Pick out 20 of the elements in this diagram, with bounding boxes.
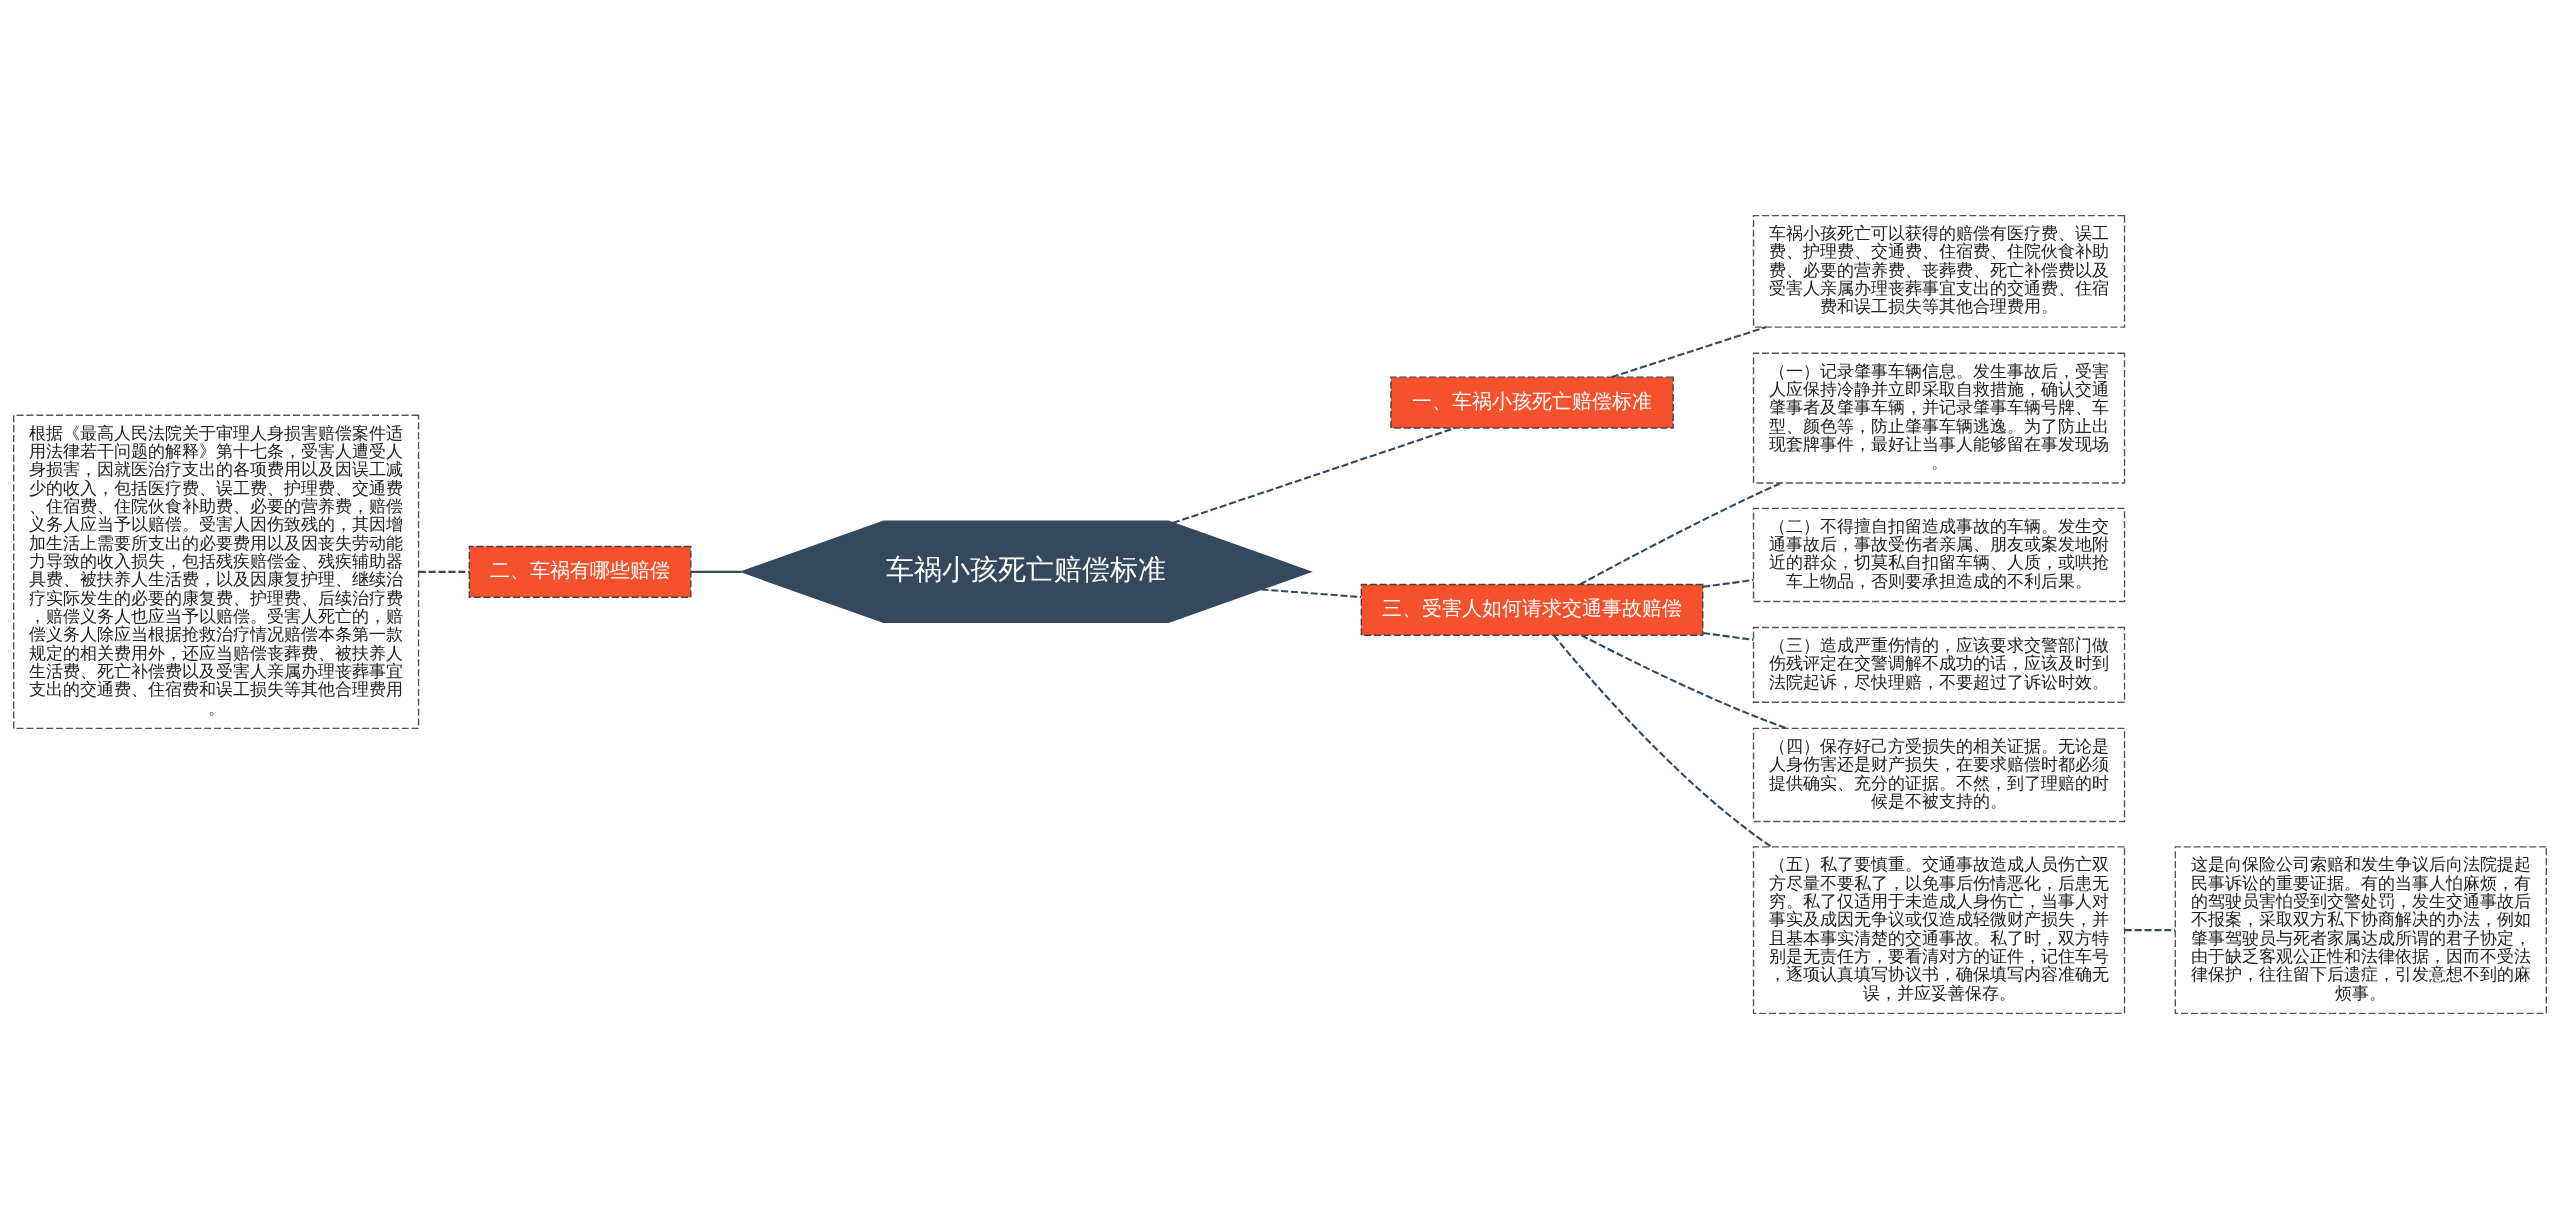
- connector: [418, 570, 470, 573]
- connector: [1261, 587, 1362, 598]
- connector: [1611, 325, 1767, 378]
- node-box: （五）私了要慎重。交通事故造成人员伤亡双方尽量不要私了，以免事后伤情恶化，后患无穷。私了仅适用于未造成人身伤亡，当事人对事实及成因无争议或仅造成轻微财产损失，并且基本事实清楚的交通事故。私了时，双方特别是无责任方，要看清对方的证件，记住车号，逐项认真填写协议书，确保填写内容准确无误，并应妥善保存。: [1752, 845, 2126, 1014]
- node-box: 这是向保险公司索赔和发生争议后向法院提起民事诉讼的重要证据。有的当事人怕麻烦，有的驾驶员害怕受到交警处罚，发生交通事故后不报案，采取双方私下协商解决的办法，例如肇事驾驶员与死者家属达成所谓的君子协定，由于缺乏客观公正性和法律依据，因而不受法律保护，往往留下后遗症，引发意想不到的麻烦事。: [2174, 845, 2547, 1014]
- node-box: （三）造成严重伤情的，应该要求交警部门做伤残评定在交警调解不成功的话，应该及时到法院起诉，尽快理赔，不要超过了诉讼时效。: [1752, 626, 2126, 703]
- node-box: （四）保存好己方受损失的相关证据。无论是人身伤害还是财产损失，在要求赔偿时都必须提供确实、充分的证据。不然，到了理赔的时候是不被支持的。: [1752, 727, 2126, 822]
- node-box: 三、受害人如何请求交通事故赔偿: [1360, 583, 1704, 636]
- connector: [1552, 634, 1773, 848]
- connector: [2124, 928, 2176, 931]
- node-box: 根据《最高人民法院关于审理人身损害赔偿案件适用法律若干问题的解释》第十七条，受害人遭受人身损害，因就医治疗支出的各项费用以及因误工减少的收入，包括医疗费、误工费、护理费、交通费、住宿费、住院伙食补助费、必要的营养费，赔偿义务人应当予以赔偿。受害人因伤致残的，其因增加生活上需要所支出的必要费用以及因丧失劳动能力导致的收入损失，包括残疾赔偿金、残疾辅助器具费、被扶养人生活费，以及因康复护理、继续治疗实际发生的必要的康复费、护理费、后续治疗费，赔偿义务人也应当予以赔偿。受害人死亡的，赔偿义务人除应当根据抢救治疗情况赔偿本条第一款规定的相关费用外，还应当赔偿丧葬费、被扶养人生活费、死亡补偿费以及受害人亲属办理丧葬事宜支出的交通费、住宿费和误工损失等其他合理费用。: [13, 414, 420, 729]
- connector: [1172, 426, 1455, 524]
- node-box: （二）不得擅自扣留造成事故的车辆。发生交通事故后，事故受伤者亲属、朋友或案发地附近的群众，切莫私自扣留车辆、人质，或哄抢车上物品，否则要承担造成的不利后果。: [1752, 507, 2126, 602]
- connector: [1702, 578, 1754, 588]
- node-box: 二、车祸有哪些赔偿: [468, 545, 692, 598]
- node-box: （一）记录肇事车辆信息。发生事故后，受害人应保持冷静并立即采取自救措施，确认交通肇事者及肇事车辆，并记录肇事车辆号牌、车型、颜色等，防止肇事车辆逃逸。为了防止出现套牌事件，最好让当事人能够留在事发现场。: [1752, 351, 2126, 484]
- node-box: 一、车祸小孩死亡赔偿标准: [1390, 375, 1674, 429]
- connector: [1702, 631, 1754, 641]
- node-box: 车祸小孩死亡可以获得的赔偿有医疗费、误工费、护理费、交通费、住宿费、住院伙食补助费、必要的营养费、丧葬费、死亡补偿费以及受害人亲属办理丧葬事宜支出的交通费、住宿费和误工损失等其他合理费用。: [1752, 214, 2126, 328]
- connector: [691, 570, 742, 573]
